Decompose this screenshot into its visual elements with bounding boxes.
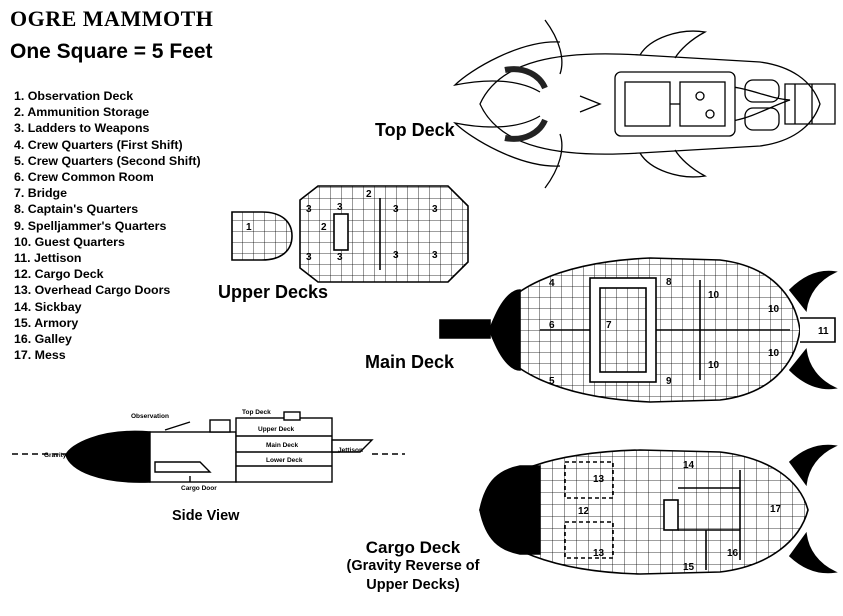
svg-text:3: 3 bbox=[337, 202, 343, 213]
cargo-deck-plan bbox=[479, 444, 838, 575]
svg-text:3: 3 bbox=[432, 204, 438, 215]
legend-item: 14. Sickbay bbox=[14, 299, 82, 314]
legend-item: 15. Armory bbox=[14, 315, 79, 330]
svg-text:7: 7 bbox=[606, 320, 612, 331]
room-legend: 1. Observation Deck 2. Ammunition Storag… bbox=[14, 88, 201, 363]
legend-item: 2. Ammunition Storage bbox=[14, 105, 150, 120]
svg-text:13: 13 bbox=[593, 548, 605, 559]
svg-text:10: 10 bbox=[768, 348, 780, 359]
legend-item: 11. Jettison bbox=[14, 251, 82, 266]
svg-text:12: 12 bbox=[578, 506, 590, 517]
svg-text:Jettison: Jettison bbox=[338, 447, 363, 454]
main-deck-room-numbers: 4 5 6 7 8 9 10 10 10 10 11 bbox=[549, 277, 829, 387]
cargo-deck-room-numbers: 12 13 13 14 15 16 17 bbox=[578, 460, 782, 573]
legend-item: 1. Observation Deck bbox=[14, 89, 134, 103]
svg-text:3: 3 bbox=[393, 250, 399, 261]
upper-decks-room-numbers: 1 2 2 3 3 3 3 3 3 3 3 bbox=[246, 189, 438, 263]
cargo-deck-caption: Cargo Deck (Gravity Reverse of Upper Dec… bbox=[338, 538, 488, 595]
page-title: OGRE MAMMOTH bbox=[10, 6, 214, 31]
legend-item: 13. Overhead Cargo Doors bbox=[14, 283, 171, 298]
svg-text:14: 14 bbox=[683, 460, 695, 471]
legend-item: 16. Galley bbox=[14, 332, 72, 347]
legend-item: 10. Guest Quarters bbox=[14, 234, 125, 249]
cargo-deck-label: Cargo Deck bbox=[365, 538, 461, 557]
legend-item: 8. Captain's Quarters bbox=[14, 202, 139, 217]
svg-text:6: 6 bbox=[549, 320, 555, 331]
side-view-label: Side View bbox=[172, 508, 240, 524]
svg-text:10: 10 bbox=[768, 304, 780, 315]
svg-text:Gravity Plane: Gravity Plane bbox=[44, 452, 86, 459]
legend-item: 4. Crew Quarters (First Shift) bbox=[14, 137, 183, 152]
svg-text:Observation: Observation bbox=[131, 413, 169, 420]
svg-text:Lower Deck: Lower Deck bbox=[266, 457, 303, 464]
svg-text:3: 3 bbox=[432, 250, 438, 261]
svg-text:Top Deck: Top Deck bbox=[242, 409, 271, 416]
top-deck-plan bbox=[453, 19, 836, 189]
svg-text:2: 2 bbox=[366, 189, 372, 200]
svg-text:11: 11 bbox=[818, 326, 829, 337]
side-view-labels: Observation Top Deck Upper Deck Main Dec… bbox=[44, 409, 363, 492]
svg-text:9: 9 bbox=[666, 376, 672, 387]
top-deck-label: Top Deck bbox=[375, 120, 456, 140]
svg-text:10: 10 bbox=[708, 290, 720, 301]
svg-text:2: 2 bbox=[321, 222, 327, 233]
svg-text:Main Deck: Main Deck bbox=[266, 442, 299, 449]
svg-text:1: 1 bbox=[246, 222, 252, 233]
svg-text:3: 3 bbox=[306, 204, 312, 215]
svg-text:10: 10 bbox=[708, 360, 720, 371]
svg-text:5: 5 bbox=[549, 376, 555, 387]
scale-note: One Square = 5 Feet bbox=[10, 40, 213, 63]
legend-item: 9. Spelljammer's Quarters bbox=[14, 218, 167, 233]
svg-text:3: 3 bbox=[337, 252, 343, 263]
legend-item: 5. Crew Quarters (Second Shift) bbox=[14, 153, 201, 168]
main-deck-plan bbox=[439, 257, 838, 403]
svg-text:3: 3 bbox=[306, 252, 312, 263]
upper-decks-plan bbox=[231, 185, 469, 283]
svg-text:3: 3 bbox=[393, 204, 399, 215]
legend-item: 7. Bridge bbox=[14, 186, 68, 201]
cargo-deck-note-line1: (Gravity Reverse of bbox=[346, 558, 480, 574]
svg-text:13: 13 bbox=[593, 474, 605, 485]
legend-item: 17. Mess bbox=[14, 348, 66, 363]
side-view-plan bbox=[12, 411, 405, 483]
svg-text:Cargo Door: Cargo Door bbox=[181, 485, 217, 492]
svg-text:8: 8 bbox=[666, 277, 672, 288]
legend-item: 6. Crew Common Room bbox=[14, 170, 154, 185]
main-deck-label: Main Deck bbox=[365, 352, 455, 372]
svg-text:17: 17 bbox=[770, 504, 782, 515]
svg-text:16: 16 bbox=[727, 548, 739, 559]
svg-text:4: 4 bbox=[549, 278, 555, 289]
svg-text:Upper Deck: Upper Deck bbox=[258, 426, 295, 433]
legend-item: 12. Cargo Deck bbox=[14, 267, 104, 282]
cargo-deck-note-line2: Upper Decks) bbox=[366, 577, 460, 593]
legend-item: 3. Ladders to Weapons bbox=[14, 121, 150, 136]
upper-decks-label: Upper Decks bbox=[218, 282, 328, 302]
svg-text:15: 15 bbox=[683, 562, 695, 573]
